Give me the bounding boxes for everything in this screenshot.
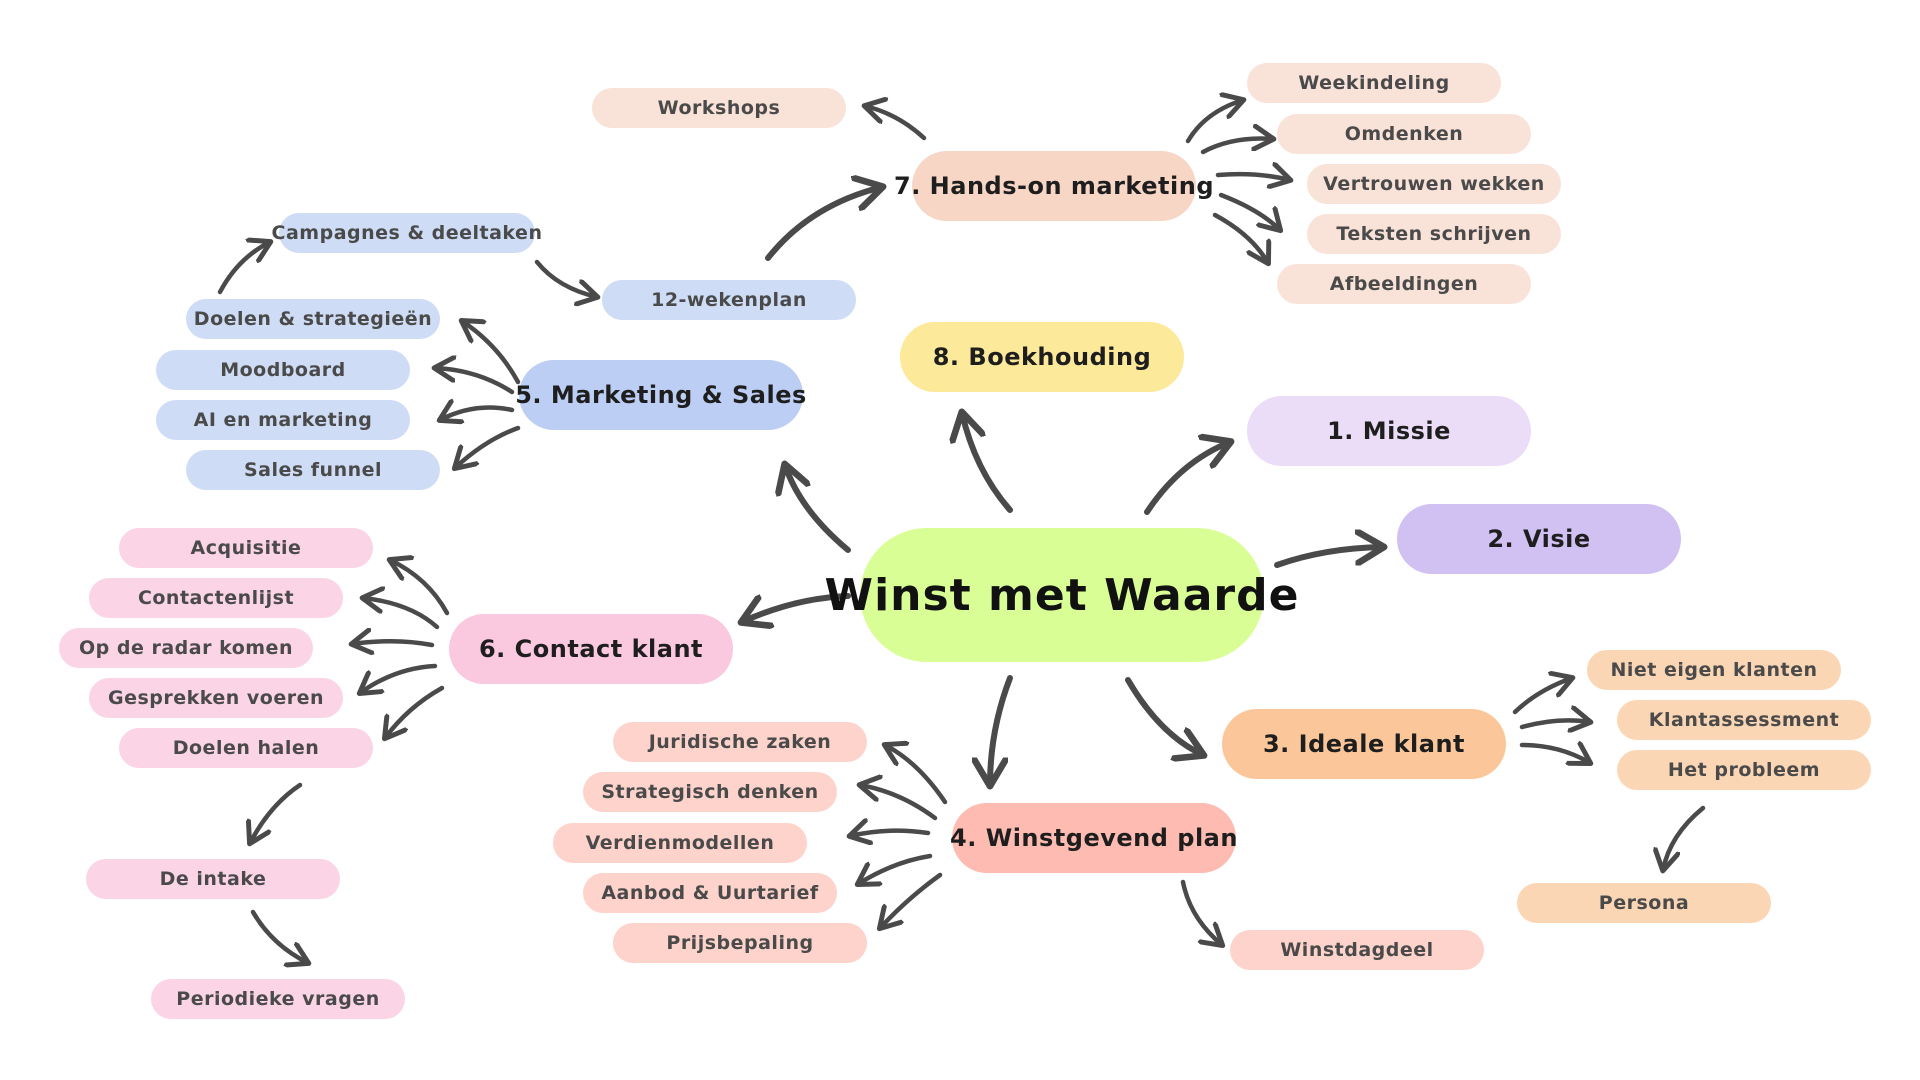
arrow-center-winstgevend-plan [990, 675, 1013, 785]
branch-contact-klant: 6. Contact klant [449, 614, 733, 684]
item-acquisitie: Acquisitie [119, 528, 373, 568]
item-strategisch-denken: Strategisch denken [583, 772, 837, 812]
item-niet-eigen-klanten: Niet eigen klanten [1587, 650, 1841, 690]
item-12-wekenplan: 12-wekenplan [602, 280, 856, 320]
branch-ideale-klant: 3. Ideale klant [1222, 709, 1506, 779]
branch-missie: 1. Missie [1247, 396, 1531, 466]
item-het-probleem: Het probleem [1617, 750, 1871, 790]
item-de-intake: De intake [86, 859, 340, 899]
item-omdenken: Omdenken [1277, 114, 1531, 154]
item-klantassessment: Klantassessment [1617, 700, 1871, 740]
arrow-center-ideale-klant [1125, 677, 1203, 755]
central-node: Winst met Waarde [825, 528, 1298, 662]
item-afbeeldingen: Afbeeldingen [1277, 264, 1531, 304]
branch-winstgevend-plan: 4. Winstgevend plan [950, 803, 1237, 873]
arrow-center-missie [1144, 442, 1230, 515]
item-periodieke-vragen: Periodieke vragen [151, 979, 405, 1019]
item-ai-en-marketing: AI en marketing [156, 400, 410, 440]
item-doelen-halen: Doelen halen [119, 728, 373, 768]
item-sales-funnel: Sales funnel [186, 450, 440, 490]
arrow-center-boekhouding [962, 413, 1013, 513]
item-persona: Persona [1517, 883, 1771, 923]
branch-boekhouding: 8. Boekhouding [900, 322, 1184, 392]
item-teksten-schrijven: Teksten schrijven [1307, 214, 1561, 254]
item-moodboard: Moodboard [156, 350, 410, 390]
arrow-center-contact-klant [742, 593, 851, 622]
item-juridische-zaken: Juridische zaken [613, 722, 867, 762]
item-contactenlijst: Contactenlijst [89, 578, 343, 618]
item-workshops: Workshops [592, 88, 846, 128]
item-gesprekken-voeren: Gesprekken voeren [89, 678, 343, 718]
item-weekindeling: Weekindeling [1247, 63, 1501, 103]
item-verdienmodellen: Verdienmodellen [553, 823, 807, 863]
item-winstdagdeel: Winstdagdeel [1230, 930, 1484, 970]
branch-hands-on-marketing: 7. Hands-on marketing [894, 151, 1214, 221]
item-prijsbepaling: Prijsbepaling [613, 923, 867, 963]
item-vertrouwen-wekken: Vertrouwen wekken [1307, 164, 1561, 204]
arrow-12weken-handson [765, 187, 882, 261]
branch-marketing-sales: 5. Marketing & Sales [515, 360, 806, 430]
branch-visie: 2. Visie [1397, 504, 1681, 574]
arrow-center-visie [1274, 547, 1383, 568]
item-aanbod-uurtarief: Aanbod & Uurtarief [583, 873, 837, 913]
item-op-de-radar-komen: Op de radar komen [59, 628, 313, 668]
item-campagnes-deeltaken: Campagnes & deeltaken [272, 213, 542, 253]
arrow-center-marketing-sales [785, 465, 851, 553]
item-doelen-strategieen: Doelen & strategieën [186, 299, 440, 339]
